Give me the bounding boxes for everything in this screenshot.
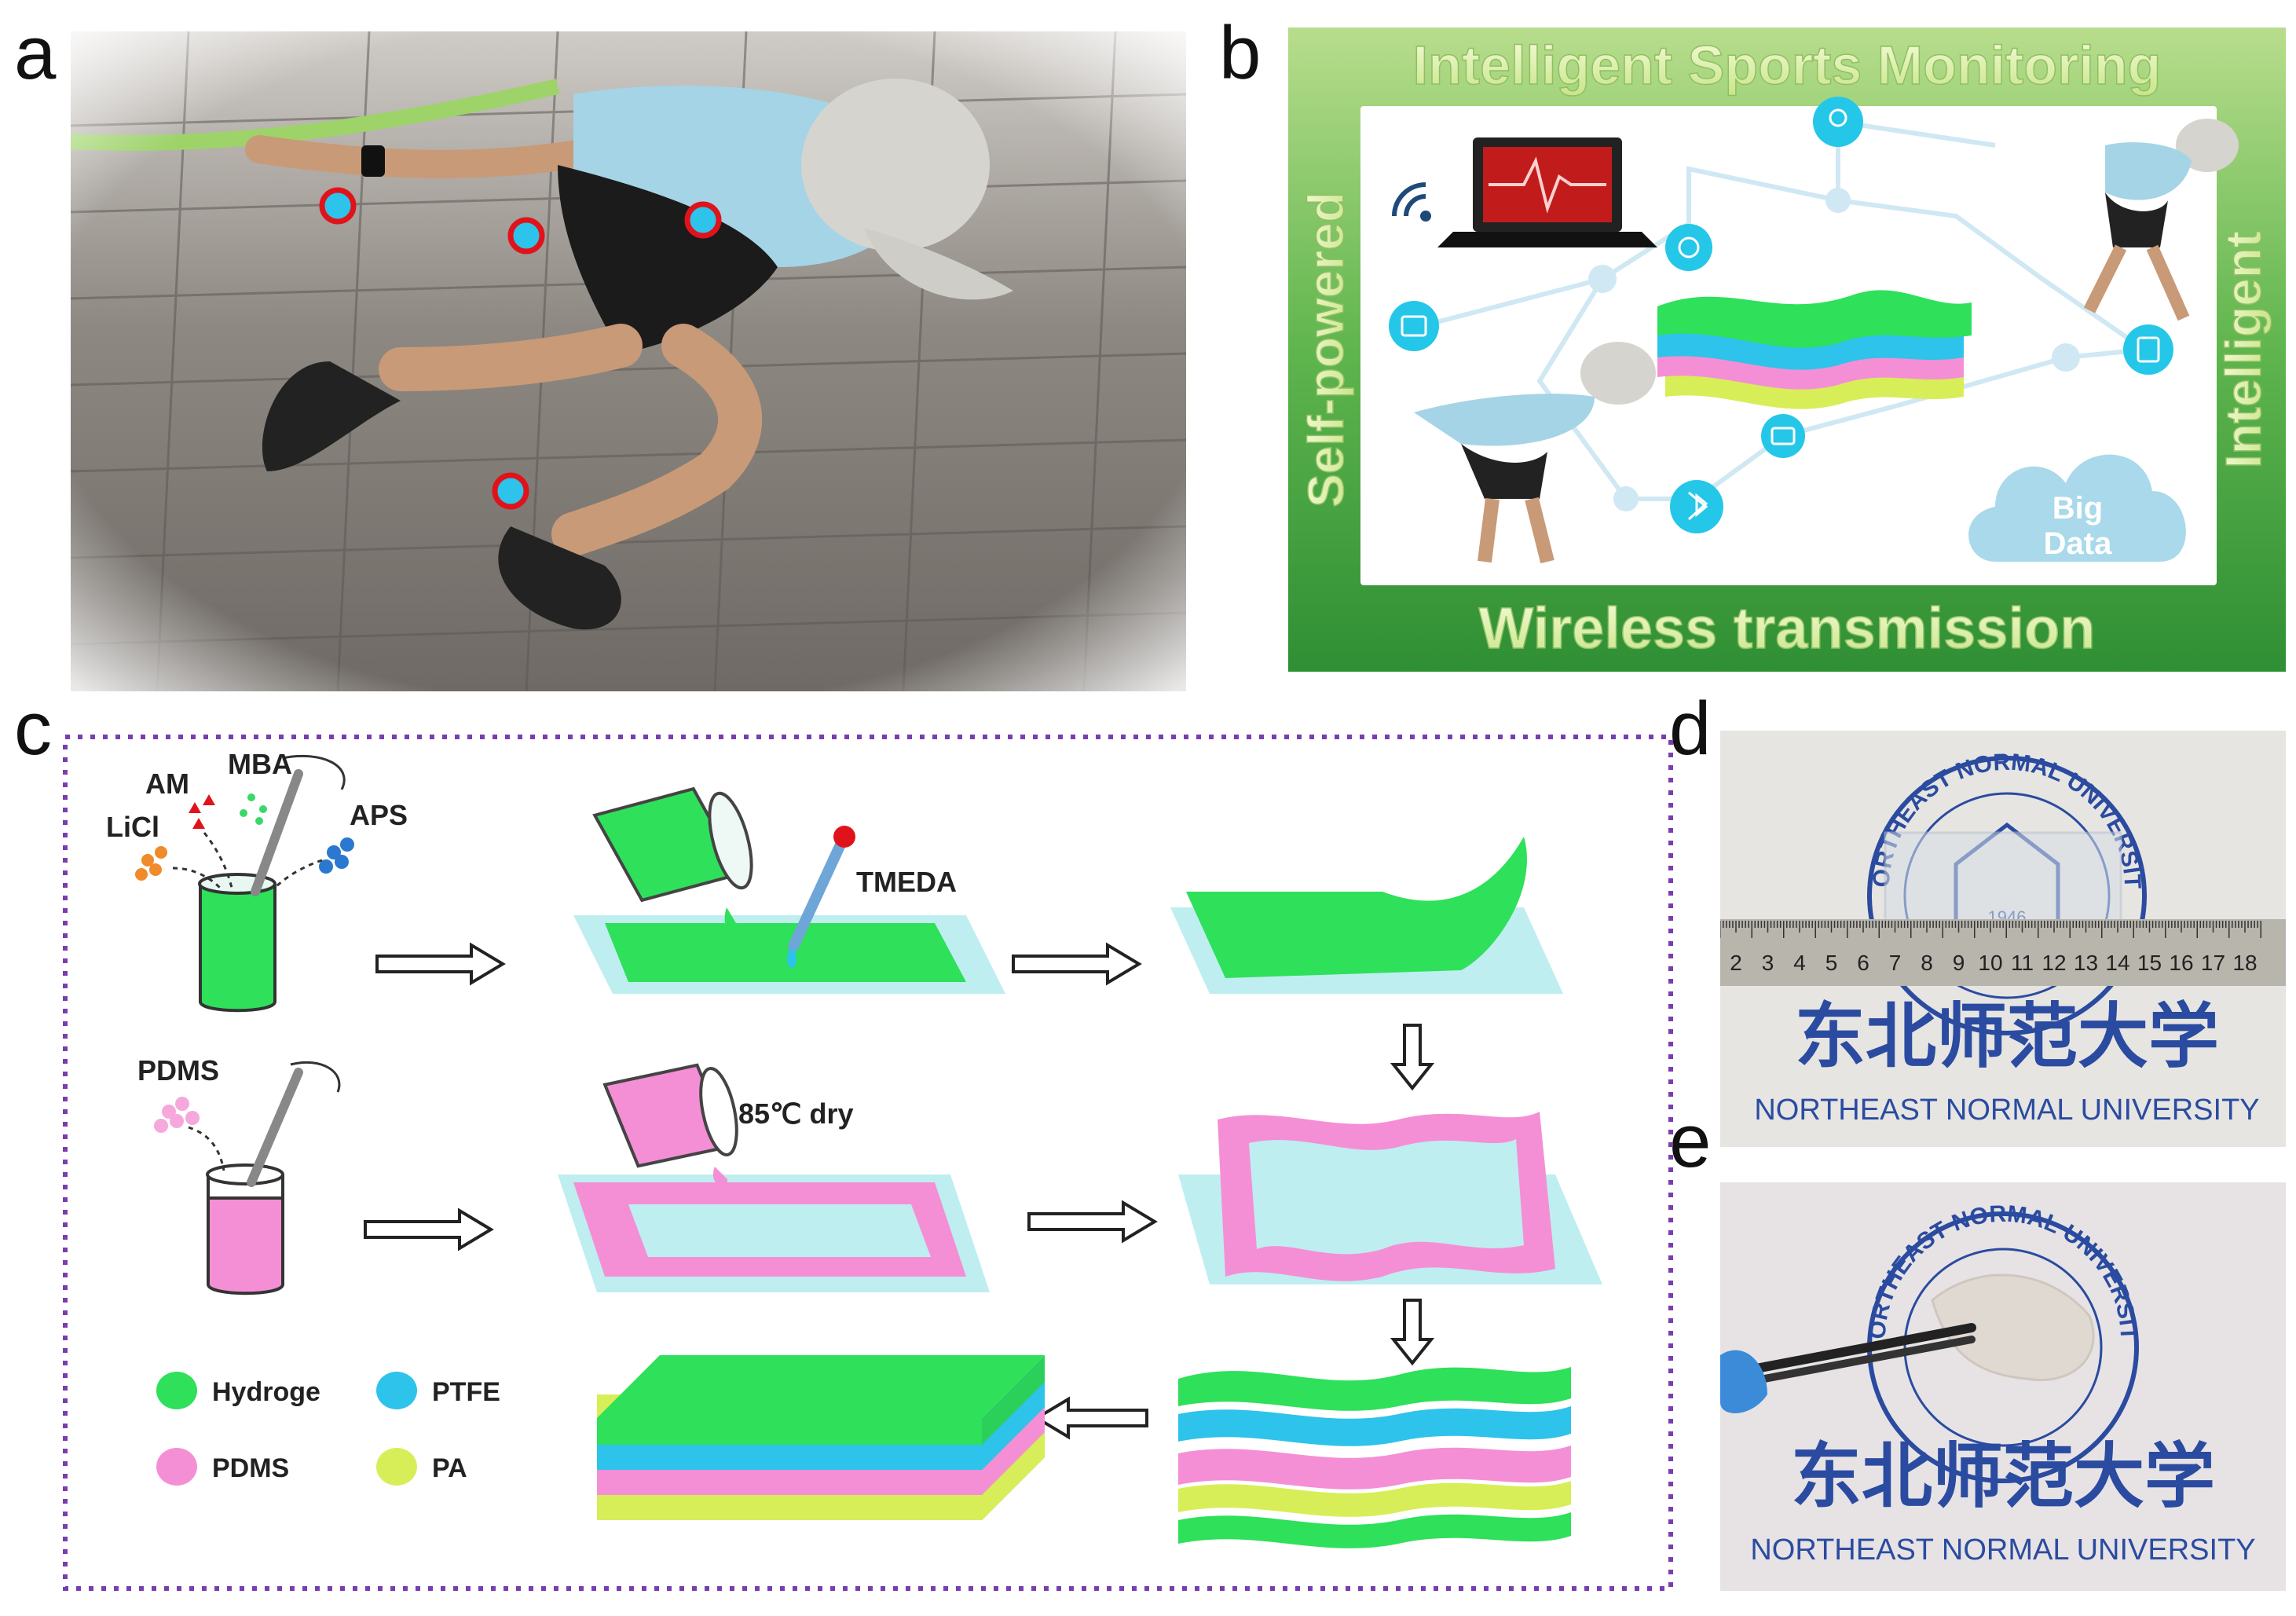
- pdms-beaker: [154, 1061, 341, 1295]
- hydrogel-beaker: [198, 754, 346, 1013]
- camera-icon: [1761, 414, 1805, 458]
- ruler-ticks: [1720, 921, 2261, 938]
- label-pdms: PDMS: [137, 1054, 219, 1086]
- chemical-particles: [135, 793, 354, 881]
- athlete-figure-left: [1414, 342, 1656, 564]
- stretched-sensor-film: [1931, 1273, 2095, 1381]
- panel-letter-e: e: [1669, 1099, 1712, 1183]
- ruler-number: 13: [2074, 951, 2098, 975]
- panel-c-schematic: AM MBA LiCl APS TMEDA PDMS: [63, 735, 1673, 1591]
- ruler-number: 3: [1762, 951, 1774, 975]
- ruler-number: 12: [2041, 951, 2066, 975]
- panel-a-photo: [71, 31, 1186, 691]
- ruler-number: 9: [1953, 951, 1965, 975]
- signal-heart-icon: [1665, 224, 1712, 271]
- exploded-layers: [1178, 1367, 1571, 1548]
- title-top: Intelligent Sports Monitoring: [1413, 35, 2162, 96]
- svg-text:PDMS: PDMS: [212, 1453, 289, 1483]
- wavy-pdms-frame: [1178, 1112, 1602, 1284]
- title-left: Self-powered: [1298, 192, 1354, 508]
- peeled-hydrogel: [1170, 837, 1563, 994]
- ruler-number: 7: [1889, 951, 1902, 975]
- arrow-right-4: [1027, 1200, 1158, 1244]
- ruler-number: 16: [2169, 951, 2193, 975]
- ruler-number: 14: [2105, 951, 2129, 975]
- transparent-sensor-film: [1884, 831, 2122, 936]
- dotted-border: [63, 735, 1673, 1591]
- label-aps: APS: [350, 799, 408, 831]
- legend-item-ptfe: PTFE: [376, 1372, 500, 1409]
- title-bottom: Wireless transmission: [1479, 595, 2096, 661]
- ruler-number: 18: [2232, 951, 2257, 975]
- stacked-device: [597, 1355, 1045, 1520]
- gloved-hand: [1720, 1350, 1767, 1413]
- panel-e-photo: NORTHEAST NORMAL UNIVERSITY 东北师范大学 NORTH…: [1720, 1182, 2286, 1591]
- stir-rod: [251, 769, 303, 896]
- ruler-number: 6: [1857, 951, 1869, 975]
- label-tmeda: TMEDA: [856, 866, 957, 898]
- english-name: NORTHEAST NORMAL UNIVERSITY: [1750, 1534, 2255, 1567]
- arrow-right-3: [364, 1207, 494, 1251]
- ruler-number: 11: [2011, 951, 2034, 975]
- card-icon: [1389, 301, 1439, 351]
- arrow-right-2: [1012, 942, 1142, 986]
- clipboard-icon: [2123, 324, 2173, 375]
- svg-text:Hydroge: Hydroge: [212, 1377, 320, 1407]
- panel-letter-a: a: [14, 11, 57, 95]
- panel-letter-c: c: [14, 687, 52, 771]
- dropper: [788, 839, 846, 952]
- ruler-number: 10: [1978, 951, 2002, 975]
- hydrogel-casting: [573, 786, 1005, 994]
- ruler-number: 4: [1793, 951, 1806, 975]
- photo-vignette: [71, 31, 1186, 691]
- arrow-down-2: [1390, 1299, 1435, 1366]
- english-name: NORTHEAST NORMAL UNIVERSITY: [1754, 1094, 2259, 1127]
- pdms-frame-casting: [558, 1063, 990, 1292]
- panel-d-photo: NORTHEAST NORMAL UNIVERSITY 1946 2345678…: [1720, 731, 2286, 1147]
- label-licl: LiCl: [106, 811, 159, 843]
- ruler-number: 5: [1825, 951, 1838, 975]
- big-data-cloud: Big Data: [1968, 454, 2186, 562]
- label-mba: MBA: [228, 748, 292, 780]
- network-nodes: [1389, 97, 2173, 533]
- chinese-name: 东北师范大学: [1795, 998, 2219, 1076]
- arrow-left-1: [1034, 1396, 1148, 1440]
- legend-item-hydrogel: Hydroge: [156, 1372, 320, 1409]
- paper-background: [1720, 1182, 2286, 1591]
- lightbulb-icon: [1813, 97, 1863, 147]
- legend-item-pdms: PDMS: [156, 1448, 289, 1486]
- svg-text:PA: PA: [432, 1453, 467, 1483]
- panel-b-frame: Intelligent Sports Monitoring Wireless t…: [1288, 27, 2286, 672]
- title-right: Intelligent: [2215, 231, 2272, 468]
- label-dry: 85℃ dry: [738, 1097, 854, 1130]
- tweezers: [1739, 1323, 1976, 1387]
- cloud-text-line1: Big: [2052, 491, 2103, 526]
- arrow-right-1: [375, 942, 506, 986]
- ruler: [1720, 919, 2286, 986]
- ruler-number: 8: [1921, 951, 1933, 975]
- material-legend: Hydroge PTFE PDMS PA: [156, 1372, 500, 1486]
- legend-item-pa: PA: [376, 1448, 467, 1486]
- svg-text:PTFE: PTFE: [432, 1377, 500, 1407]
- athlete-figure-right: [2083, 119, 2239, 321]
- cloud-text-line2: Data: [2044, 526, 2112, 561]
- ruler-number: 2: [1730, 951, 1742, 975]
- layered-sensor-illustration: [1657, 290, 1972, 409]
- laptop-icon: [1437, 137, 1657, 247]
- arrow-down-1: [1390, 1024, 1435, 1091]
- label-am: AM: [145, 768, 189, 800]
- stir-arrow: [282, 754, 346, 790]
- panel-letter-d: d: [1669, 687, 1712, 771]
- chinese-name: 东北师范大学: [1791, 1438, 2215, 1516]
- wifi-icon: [1392, 182, 1431, 222]
- ruler-number: 15: [2137, 951, 2162, 975]
- ruler-number: 17: [2201, 951, 2225, 975]
- panel-letter-b: b: [1219, 11, 1262, 95]
